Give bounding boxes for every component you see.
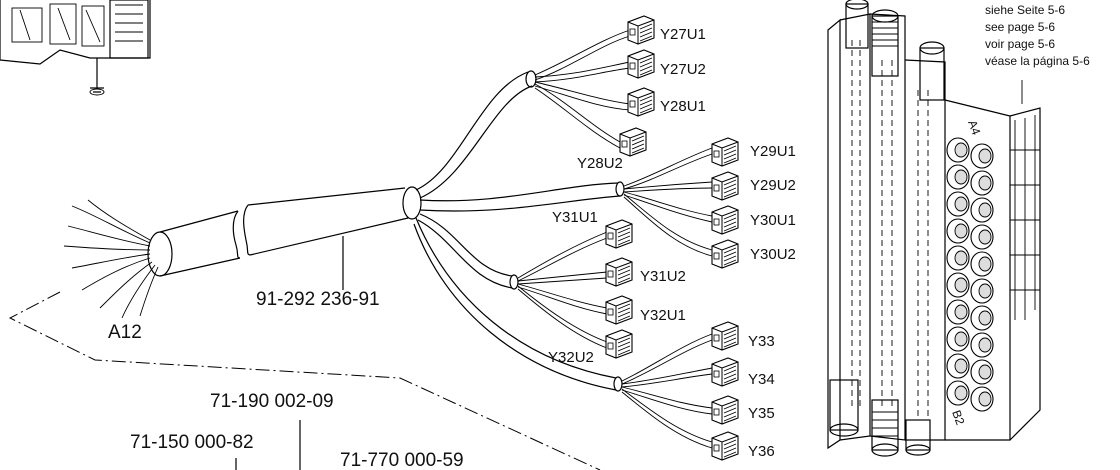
valve-coil (946, 380, 970, 406)
valve-coil (970, 359, 994, 385)
valve-block-illustration: A4 B2 (827, 0, 1041, 457)
part-number-upper: 71-190 002-09 (210, 391, 334, 412)
connector-plug-y30u1 (711, 205, 739, 235)
reference-note-es: véase la página 5-6 (985, 54, 1090, 68)
valve-coil (946, 299, 970, 325)
connector-plug-y34 (711, 357, 739, 387)
valve-coil (946, 272, 970, 298)
valve-coil (946, 218, 970, 244)
connector-label-y31u2: Y31U2 (640, 268, 686, 285)
connector-plug-y28u1 (627, 87, 655, 117)
connector-plug-y29u2 (711, 171, 739, 201)
valve-coil (946, 353, 970, 379)
part-number-lower-right: 71-770 000-59 (340, 450, 464, 470)
cable-part-number: 91-292 236-91 (256, 289, 380, 310)
branch-wires (517, 29, 713, 449)
connector-label-y36: Y36 (748, 443, 775, 460)
branch-sheaths (413, 70, 625, 392)
connector-label-y32u2: Y32U2 (548, 349, 594, 366)
reference-note-de: siehe Seite 5-6 (985, 3, 1065, 17)
connector-plug-y27u2 (627, 49, 655, 79)
connector-plug-y36 (711, 431, 739, 461)
valve-block-top-mark: A4 (965, 118, 983, 137)
valve-coil (946, 326, 970, 352)
valve-coil (970, 251, 994, 277)
valve-coil (970, 278, 994, 304)
valve-coil (970, 386, 994, 412)
connector-label-y28u2: Y28U2 (577, 155, 623, 172)
connector-label-y30u1: Y30U1 (750, 212, 796, 229)
connector-plugs (605, 15, 739, 461)
valve-coil (970, 332, 994, 358)
valve-coil (970, 170, 994, 196)
reference-note-fr: voir page 5-6 (985, 37, 1055, 51)
connector-plug-y28u2 (619, 127, 647, 157)
connector-plug-y27u1 (627, 15, 655, 45)
connector-plug-y35 (711, 395, 739, 425)
valve-coil (946, 164, 970, 190)
main-cable (159, 186, 422, 290)
valve-coil (970, 305, 994, 331)
connector-plug-y33 (711, 321, 739, 351)
connector-plug-y31u2 (605, 257, 633, 287)
connector-plug-y32u2 (605, 329, 633, 359)
open-end-label: A12 (108, 322, 142, 343)
reference-lines (8, 291, 601, 470)
connector-label-y27u2: Y27U2 (660, 61, 706, 78)
open-wire-ends (63, 199, 173, 319)
connector-plug-y29u1 (711, 137, 739, 167)
part-number-lower-left: 71-150 000-82 (130, 432, 254, 453)
connector-plug-y32u1 (605, 295, 633, 325)
connector-label-y35: Y35 (748, 405, 775, 422)
valve-coil (946, 137, 970, 163)
connector-label-y29u2: Y29U2 (750, 177, 796, 194)
connector-label-y32u1: Y32U1 (640, 307, 686, 324)
valve-coil (970, 197, 994, 223)
valve-coil (970, 224, 994, 250)
connector-plug-y31u1 (605, 219, 633, 249)
valve-coil (970, 143, 994, 169)
connector-label-y28u1: Y28U1 (660, 98, 706, 115)
connector-label-y30u2: Y30U2 (750, 246, 796, 263)
connector-label-y34: Y34 (748, 371, 775, 388)
connector-label-y27u1: Y27U1 (660, 26, 706, 43)
machine-detail-illustration (0, 0, 151, 96)
connector-label-y29u1: Y29U1 (750, 143, 796, 160)
connector-label-y31u1: Y31U1 (552, 209, 598, 226)
connector-label-y33: Y33 (748, 333, 775, 350)
valve-block-bottom-mark: B2 (949, 408, 967, 427)
reference-note-en: see page 5-6 (985, 20, 1055, 34)
connector-plug-y30u2 (711, 239, 739, 269)
valve-coil (946, 191, 970, 217)
valve-coil (946, 245, 970, 271)
